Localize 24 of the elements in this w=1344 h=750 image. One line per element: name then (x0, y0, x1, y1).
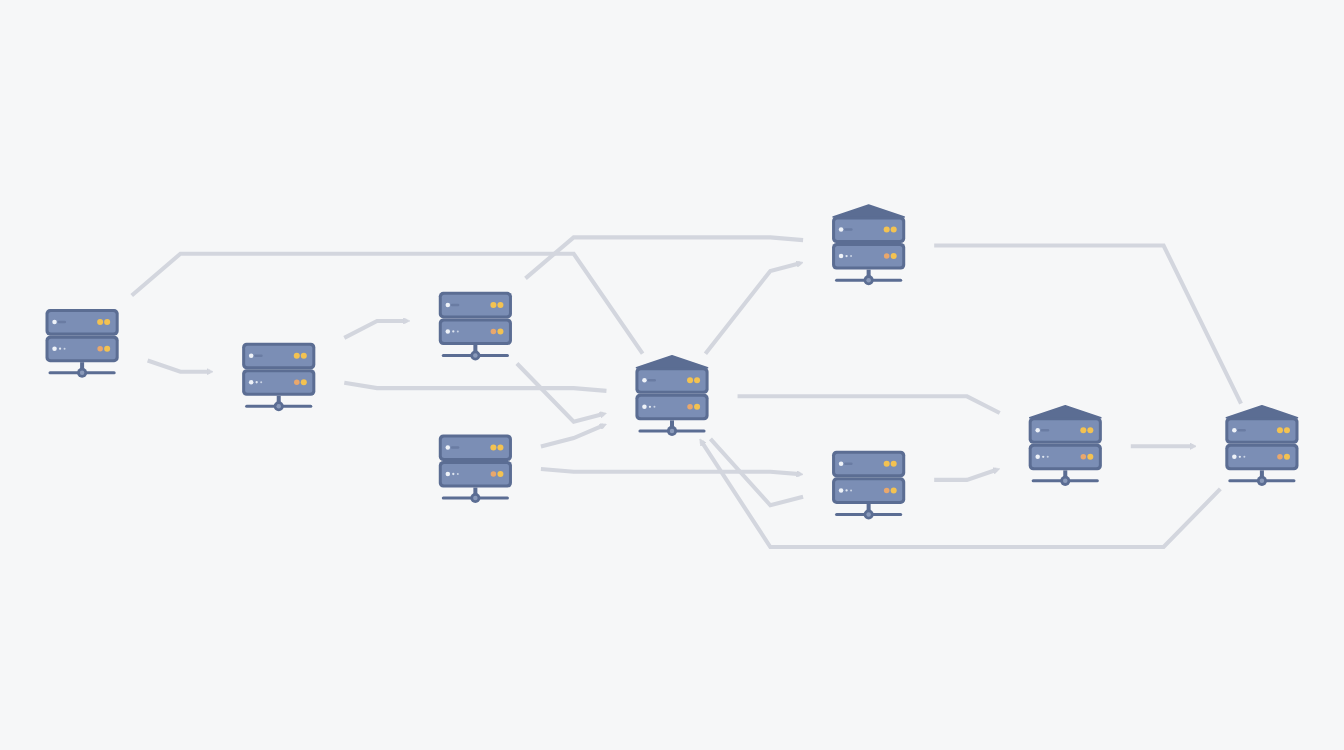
arrow (343, 317, 411, 340)
connector-line (934, 243, 1243, 405)
arrow (703, 260, 804, 355)
server-icon (832, 450, 906, 520)
server-icon (242, 342, 316, 412)
connector-line (708, 437, 804, 508)
arrow (1130, 442, 1197, 450)
connector-line (343, 380, 607, 393)
connector-line (737, 394, 1001, 415)
arrow (540, 423, 607, 449)
connector-line (130, 251, 645, 355)
arrow (515, 362, 607, 424)
connector-line (524, 235, 804, 280)
server-icon (45, 309, 119, 378)
arrow (934, 467, 1001, 482)
arrow (540, 466, 804, 478)
server-icon (1225, 404, 1299, 486)
server-icon (832, 204, 906, 286)
server-icon (438, 291, 512, 361)
arrow (146, 358, 214, 376)
server-icon (1028, 404, 1102, 486)
arrow (699, 438, 1222, 550)
server-icon (438, 434, 512, 504)
server-icon (635, 354, 709, 436)
